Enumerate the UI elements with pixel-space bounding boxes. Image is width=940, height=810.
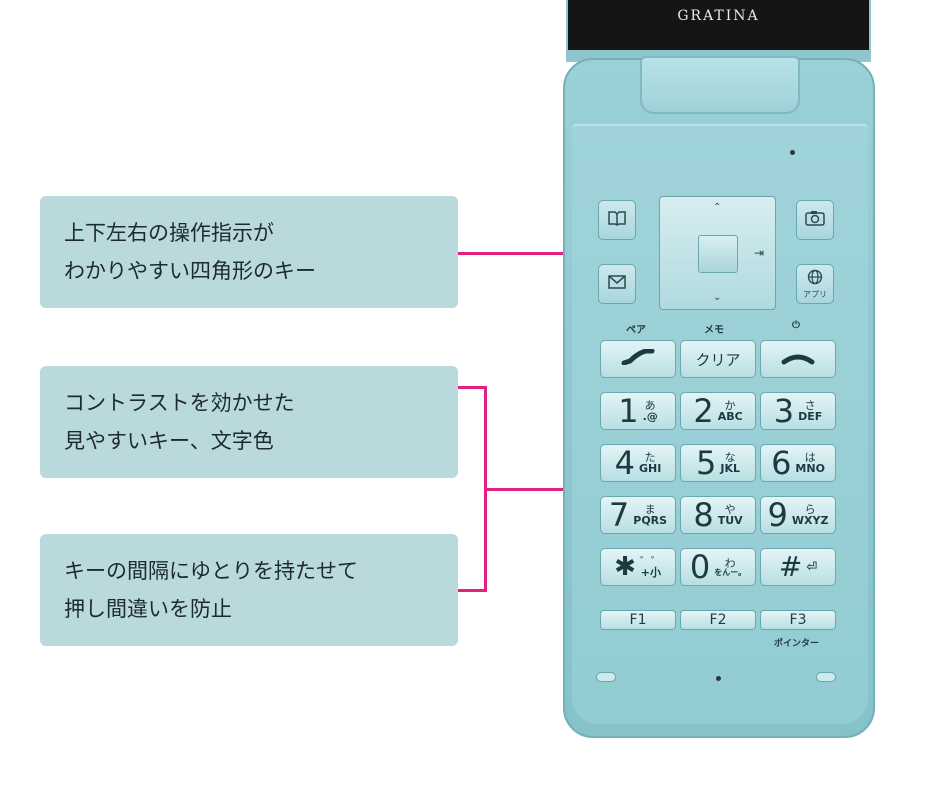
mic-dot bbox=[716, 676, 721, 681]
key-star[interactable]: ✱゛゜+小 bbox=[600, 548, 676, 586]
clear-key[interactable]: クリア bbox=[680, 340, 756, 378]
f2-key[interactable]: F2 bbox=[680, 610, 756, 630]
callout-dpad: 上下左右の操作指示が わかりやすい四角形のキー bbox=[40, 196, 458, 308]
clear-key-label: クリア bbox=[695, 350, 741, 369]
dpad-down-icon: ⌄ bbox=[713, 292, 722, 303]
key-digit: 3 bbox=[773, 392, 795, 430]
hinge-tab bbox=[640, 56, 800, 114]
mail-key[interactable] bbox=[598, 264, 636, 304]
callout-spacing: キーの間隔にゆとりを持たせて 押し間違いを防止 bbox=[40, 534, 458, 646]
key-kana: わ bbox=[724, 556, 736, 570]
key-latin: TUV bbox=[717, 514, 743, 527]
dpad-right-icon: ⇥ bbox=[754, 246, 765, 260]
leader-line-contrast bbox=[458, 386, 486, 389]
right-foot bbox=[816, 672, 836, 682]
camera-icon bbox=[805, 210, 825, 230]
end-call-key[interactable] bbox=[760, 340, 836, 378]
callout-spacing-line2: 押し間違いを防止 bbox=[64, 597, 232, 621]
key-digit: 2 bbox=[693, 392, 714, 430]
key-digit: 5 bbox=[696, 444, 717, 482]
callout-contrast-line1: コントラストを効かせた bbox=[64, 391, 295, 415]
key-digit: 1 bbox=[618, 392, 639, 430]
key-latin: .@ bbox=[642, 410, 658, 423]
book-icon bbox=[608, 210, 626, 230]
key-digit: 0 bbox=[689, 548, 711, 586]
key-latin: ABC bbox=[717, 410, 743, 423]
enter-icon: ⏎ bbox=[806, 559, 818, 575]
key-kana: ゛゜ bbox=[639, 555, 662, 568]
f1-key[interactable]: F1 bbox=[600, 610, 676, 630]
callout-dpad-line1: 上下左右の操作指示が bbox=[64, 221, 274, 245]
app-key-label: アプリ bbox=[803, 289, 827, 299]
leader-line-spacing bbox=[458, 589, 486, 592]
key-hash[interactable]: #⏎ bbox=[760, 548, 836, 586]
key-kana: あ bbox=[644, 399, 656, 412]
key-latin: DEF bbox=[798, 410, 823, 423]
pointer-label: ポインター bbox=[774, 639, 820, 649]
f3-key-label: F3 bbox=[789, 612, 807, 628]
f2-key-label: F2 bbox=[709, 612, 727, 628]
app-key[interactable]: アプリ bbox=[796, 264, 834, 304]
key-kana: や bbox=[724, 503, 736, 516]
key-latin: GHI bbox=[639, 462, 662, 475]
callout-contrast: コントラストを効かせた 見やすいキー、文字色 bbox=[40, 366, 458, 478]
key-latin: JKL bbox=[720, 462, 740, 475]
book-key[interactable] bbox=[598, 200, 636, 240]
key-latin: +小 bbox=[640, 566, 661, 579]
key-digit: # bbox=[778, 550, 803, 583]
camera-key[interactable] bbox=[796, 200, 834, 240]
pair-label: ペア bbox=[626, 325, 646, 336]
dpad-up-icon: ⌃ bbox=[713, 202, 722, 213]
f3-key[interactable]: F3 bbox=[760, 610, 836, 630]
call-key[interactable] bbox=[600, 340, 676, 378]
key-digit: ✱ bbox=[614, 552, 636, 582]
leader-bracket-horizontal bbox=[484, 488, 580, 491]
key-kana: ら bbox=[804, 503, 816, 516]
callout-dpad-line2: わかりやすい四角形のキー bbox=[64, 259, 316, 283]
left-foot bbox=[596, 672, 616, 682]
key-kana: な bbox=[724, 451, 736, 464]
key-digit: 7 bbox=[608, 496, 630, 534]
memo-label: メモ bbox=[704, 325, 724, 336]
key-kana: は bbox=[804, 451, 816, 464]
key-digit: 8 bbox=[693, 496, 714, 534]
phone-call-icon bbox=[621, 348, 655, 369]
globe-icon bbox=[807, 269, 823, 289]
brand-logo: GRATINA bbox=[677, 8, 760, 24]
key-kana: ま bbox=[644, 503, 656, 516]
key-digit: 4 bbox=[614, 444, 636, 482]
top-indicator-dot bbox=[790, 150, 795, 155]
key-kana: た bbox=[644, 451, 656, 464]
callout-spacing-line1: キーの間隔にゆとりを持たせて bbox=[64, 559, 358, 583]
key-latin: MNO bbox=[795, 462, 825, 475]
callout-contrast-line2: 見やすいキー、文字色 bbox=[64, 429, 274, 453]
key-digit: 9 bbox=[767, 496, 788, 534]
dpad-center-button[interactable] bbox=[698, 235, 738, 273]
mail-icon bbox=[608, 275, 626, 293]
key-digit: 6 bbox=[771, 444, 792, 482]
key-latin: PQRS bbox=[633, 514, 668, 527]
key-kana: さ bbox=[804, 399, 816, 412]
power-label: ⏻ bbox=[792, 320, 800, 331]
phone-screen-lid: GRATINA bbox=[566, 0, 871, 52]
key-latin: をんー。 bbox=[714, 567, 747, 577]
f1-key-label: F1 bbox=[629, 612, 647, 628]
phone-hangup-icon bbox=[781, 350, 815, 369]
key-kana: か bbox=[724, 399, 736, 412]
key-latin: WXYZ bbox=[791, 514, 829, 527]
